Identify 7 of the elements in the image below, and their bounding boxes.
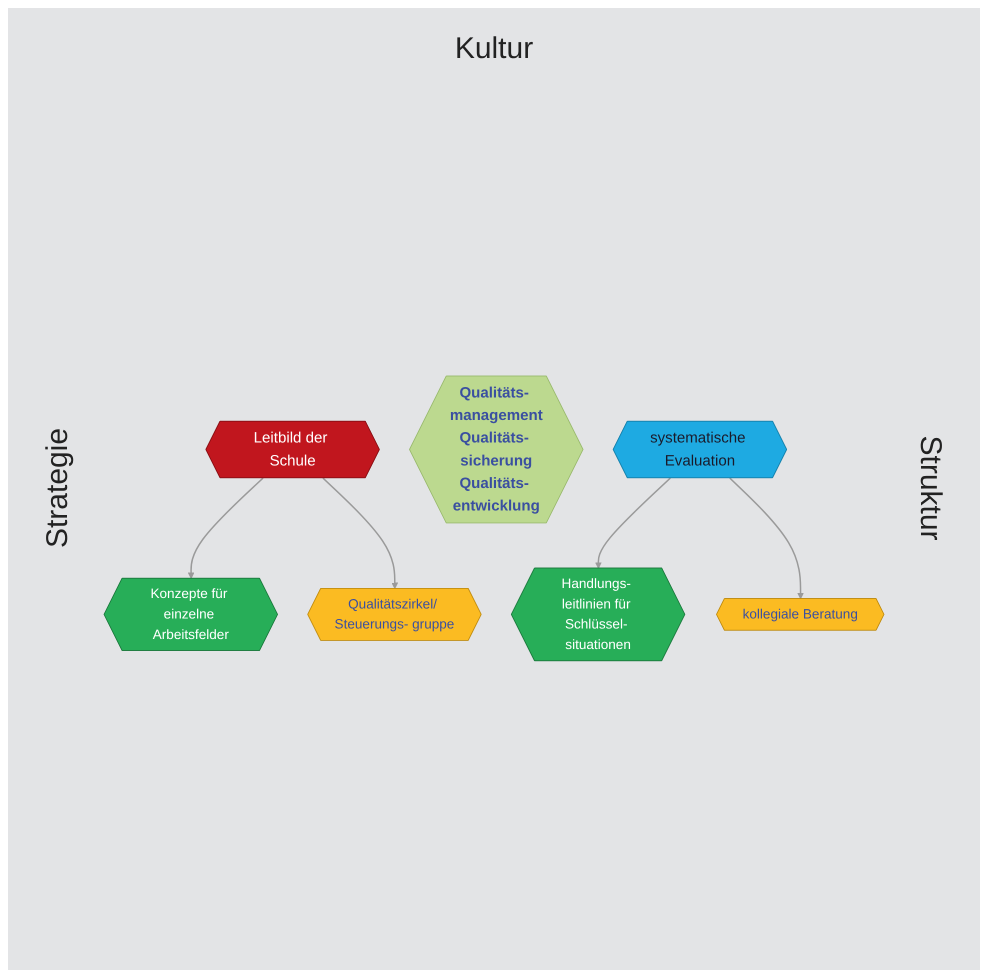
arrow (729, 477, 804, 599)
heading-label: Kultur (454, 32, 534, 65)
side-label: Strategie (41, 428, 75, 548)
arrow (595, 477, 671, 568)
arrow (322, 477, 398, 589)
arrow (188, 477, 264, 579)
side-label: Struktur (913, 435, 947, 541)
